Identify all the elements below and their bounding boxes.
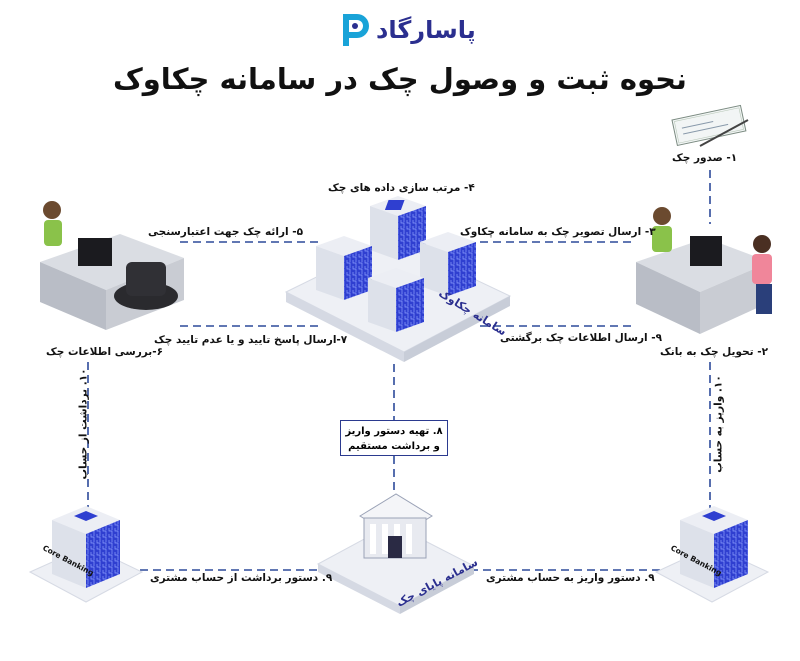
label-deposit-account: ۱۰. واریز به حساب bbox=[712, 375, 725, 473]
label-review-check: ۶-بررسی اطلاعات چک bbox=[46, 346, 164, 358]
label-send-image: ۳- ارسال تصویر چک به سامانه چکاوک bbox=[460, 226, 656, 238]
pen-icon bbox=[699, 119, 749, 147]
left-bank-desk bbox=[40, 201, 184, 330]
connector-lines bbox=[87, 170, 711, 571]
label-withdraw-account: ۱۰. برداشت از حساب bbox=[77, 368, 90, 480]
bank-building-icon bbox=[359, 493, 433, 559]
logo-text: پاسارگاد bbox=[376, 16, 477, 44]
check-paper-icon bbox=[671, 104, 747, 147]
label-withdraw-order: ۹. دستور برداشت از حساب مشتری bbox=[150, 572, 333, 584]
right-bank-desk bbox=[636, 207, 772, 334]
page-title: نحوه ثبت و وصول چک در سامانه چکاوک bbox=[113, 62, 687, 96]
label-deposit-order: ۹. دستور واریز به حساب مشتری bbox=[486, 572, 655, 584]
server-cube bbox=[368, 268, 424, 332]
paya-platform bbox=[316, 523, 476, 614]
label-send-response: ۷-ارسال پاسخ تایید و یا عدم تایید چک bbox=[154, 334, 348, 346]
label-deliver-to-bank: ۲- تحویل چک به بانک bbox=[660, 346, 769, 358]
label-sort-data: ۴- مرتب سازی داده های چک bbox=[328, 182, 475, 194]
prepare-order-line1: ۸. تهیه دستور واریز bbox=[345, 426, 443, 437]
label-credit-check: ۵- ارائه چک جهت اعتبارسنجی bbox=[148, 226, 304, 238]
prepare-order-line2: و برداشت مستقیم bbox=[348, 441, 440, 452]
server-cube bbox=[420, 232, 476, 296]
server-cube bbox=[316, 236, 372, 300]
logo-icon bbox=[343, 14, 369, 46]
label-issue-check: ۱- صدور چک bbox=[672, 152, 738, 164]
server-cube bbox=[370, 196, 426, 260]
label-return-info: ۹- ارسال اطلاعات چک برگشتی bbox=[500, 332, 663, 344]
core-banking-cube-left bbox=[28, 506, 144, 603]
prepare-order-box: ۸. تهیه دستور واریز و برداشت مستقیم bbox=[340, 420, 448, 456]
core-banking-cube-right bbox=[654, 506, 770, 603]
